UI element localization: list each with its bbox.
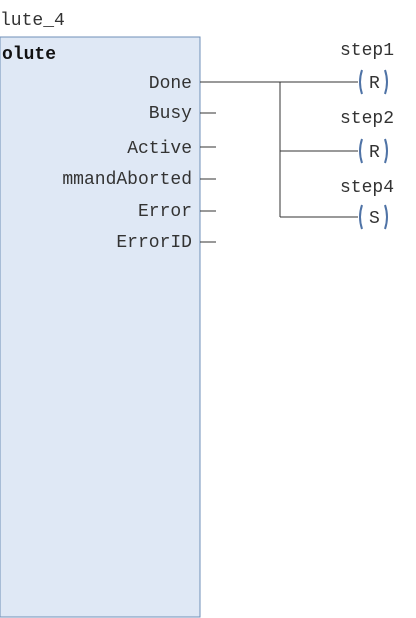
output-done-label: Done xyxy=(149,74,192,94)
coil-step1-left-bracket xyxy=(359,69,363,95)
output-error-label: Error xyxy=(138,202,192,222)
coil-step2[interactable]: step2 R xyxy=(340,109,394,164)
function-block-body xyxy=(0,36,201,618)
coil-step4-label: step4 xyxy=(340,178,394,198)
output-aborted-label: mmandAborted xyxy=(62,170,192,190)
coil-step4-type: S xyxy=(369,209,380,229)
coil-step1[interactable]: step1 R xyxy=(340,41,394,95)
connection-wires xyxy=(200,81,358,218)
coil-step2-left-bracket xyxy=(359,138,363,164)
coil-step1-type: R xyxy=(369,74,380,94)
coil-step4[interactable]: step4 S xyxy=(340,178,394,230)
instance-name: lute_4 xyxy=(0,11,65,31)
coil-step2-right-bracket xyxy=(384,138,388,164)
output-errorid-label: ErrorID xyxy=(116,233,192,253)
output-active-label: Active xyxy=(127,139,192,159)
coil-step1-right-bracket xyxy=(384,69,388,95)
coil-step4-right-bracket xyxy=(384,204,388,230)
coil-step2-label: step2 xyxy=(340,109,394,129)
coil-step1-label: step1 xyxy=(340,41,394,61)
coil-step4-left-bracket xyxy=(359,204,363,230)
coil-step2-type: R xyxy=(369,143,380,163)
function-block[interactable]: olute Done Busy Active mmandAborted Erro… xyxy=(0,36,216,618)
function-block-type: olute xyxy=(2,45,56,65)
output-busy-label: Busy xyxy=(149,104,192,124)
instance-header: lute_4 xyxy=(0,11,65,31)
